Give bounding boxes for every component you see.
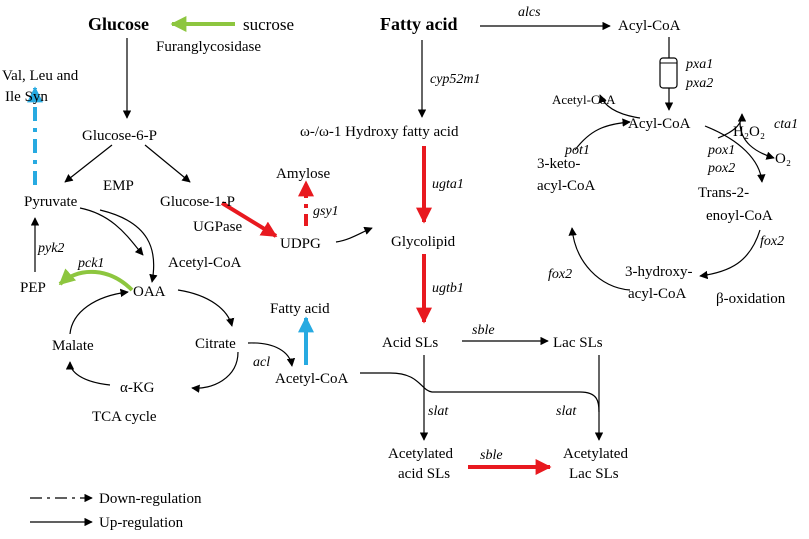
legend-up-label: Up-regulation	[99, 515, 184, 531]
gene-acl: acl	[253, 355, 270, 370]
node-acetylcoa-cycle: Acetyl-CoA	[552, 92, 616, 107]
gene-fox2-2: fox2	[548, 267, 572, 282]
gene-pck1: pck1	[77, 256, 104, 271]
node-glucose1p: Glucose-1-P	[160, 194, 235, 210]
node-hydroxyacyl-2: acyl-CoA	[628, 286, 686, 302]
node-acetylated-lac-1: Acetylated	[563, 446, 628, 462]
node-acid-sls: Acid SLs	[382, 335, 438, 351]
node-hydroxy-fa: ω-/ω-1 Hydroxy fatty acid	[300, 124, 459, 140]
node-udpg: UDPG	[280, 236, 321, 252]
gene-pyk2: pyk2	[37, 241, 64, 256]
arrow-pyruvate-oaa	[99, 209, 158, 283]
tca-malate-oaa	[69, 288, 129, 335]
node-tca: TCA cycle	[92, 409, 157, 425]
node-pep: PEP	[20, 280, 46, 296]
gene-pxa1: pxa1	[685, 57, 713, 72]
legend-down-label: Down-regulation	[99, 491, 202, 507]
node-acetylated-acid-2: acid SLs	[398, 466, 450, 482]
node-acylcoa-cycle: Acyl-CoA	[628, 116, 691, 132]
node-oaa: OAA	[133, 284, 166, 300]
gene-slat-2: slat	[556, 404, 577, 419]
gene-cta1: cta1	[774, 117, 798, 132]
node-ketoacyl-1: 3-keto-	[537, 156, 580, 172]
gene-pot1: pot1	[564, 143, 590, 158]
gene-gsy1: gsy1	[313, 204, 339, 219]
catalase-arc	[739, 121, 775, 160]
node-fatty-acid-top: Fatty acid	[380, 14, 457, 34]
node-akg: α-KG	[120, 380, 155, 396]
node-pyruvate: Pyruvate	[24, 194, 78, 210]
gene-alcs: alcs	[518, 5, 541, 20]
node-citrate: Citrate	[195, 336, 236, 352]
green-oaa-pep	[58, 268, 134, 292]
node-trans-2: enoyl-CoA	[706, 208, 773, 224]
tca-akg-malate	[65, 361, 111, 386]
node-val-leu-1: Val, Leu and	[2, 68, 79, 84]
cycle-keto-acylcoa	[574, 118, 631, 151]
node-acetylcoa-1: Acetyl-CoA	[168, 255, 241, 271]
cycle-acylcoa-acetylcoa	[598, 94, 641, 119]
cycle-acylcoa-trans	[704, 125, 766, 183]
node-glucose6p: Glucose-6-P	[82, 128, 157, 144]
arrow-acetylcoa-slat	[360, 372, 600, 413]
node-hydroxyacyl-1: 3-hydroxy-	[625, 264, 693, 280]
node-furanglycosidase: Furanglycosidase	[156, 39, 261, 55]
red-g1p-udpg	[220, 201, 278, 238]
node-lac-sls: Lac SLs	[553, 335, 603, 351]
node-acetylated-acid-1: Acetylated	[388, 446, 453, 462]
node-h2o2: H₂O₂	[733, 124, 765, 140]
tca-oaa-citrate	[177, 289, 235, 327]
gene-sble-2: sble	[480, 448, 503, 463]
node-glycolipid: Glycolipid	[391, 234, 456, 250]
transporter-icon	[659, 57, 678, 89]
gene-slat-1: slat	[428, 404, 449, 419]
gene-pox1: pox1	[707, 143, 735, 158]
arrow-pyruvate-acetylcoa	[79, 207, 144, 256]
gene-ugtb1: ugtb1	[432, 281, 464, 296]
node-beta-oxidation: β-oxidation	[716, 291, 786, 307]
gene-ugta1: ugta1	[432, 177, 464, 192]
node-acetylated-lac-2: Lac SLs	[569, 466, 619, 482]
node-trans-1: Trans-2-	[698, 185, 749, 201]
arrow-udpg-glycolipid	[335, 226, 373, 243]
node-malate: Malate	[52, 338, 94, 354]
node-emp: EMP	[103, 178, 134, 194]
node-ketoacyl-2: acyl-CoA	[537, 178, 595, 194]
arrow-g6p-pyruvate	[64, 144, 113, 183]
catalase-arc-2	[717, 113, 747, 139]
arrow-g6p-g1p	[144, 144, 191, 183]
tca-citrate-akg	[191, 351, 239, 393]
gene-sble-1: sble	[472, 323, 495, 338]
cycle-hydroxy-keto	[568, 227, 631, 291]
node-fatty-acid-mid: Fatty acid	[270, 301, 330, 317]
node-amylose: Amylose	[276, 166, 331, 182]
node-acylcoa-top: Acyl-CoA	[618, 18, 681, 34]
gene-pox2: pox2	[707, 161, 735, 176]
node-ugpase: UGPase	[193, 219, 243, 235]
gene-fox2-1: fox2	[760, 234, 784, 249]
node-sucrose: sucrose	[243, 15, 294, 34]
node-o2: O₂	[775, 151, 791, 167]
node-glucose: Glucose	[88, 14, 149, 34]
gene-cyp52m1: cyp52m1	[430, 72, 481, 87]
node-acetylcoa-2: Acetyl-CoA	[275, 371, 348, 387]
gene-pxa2: pxa2	[685, 76, 713, 91]
arrow-citrate-acetylcoa	[247, 342, 296, 367]
cycle-trans-hydroxy	[699, 229, 761, 280]
node-val-leu-2: Ile Syn	[5, 89, 48, 105]
